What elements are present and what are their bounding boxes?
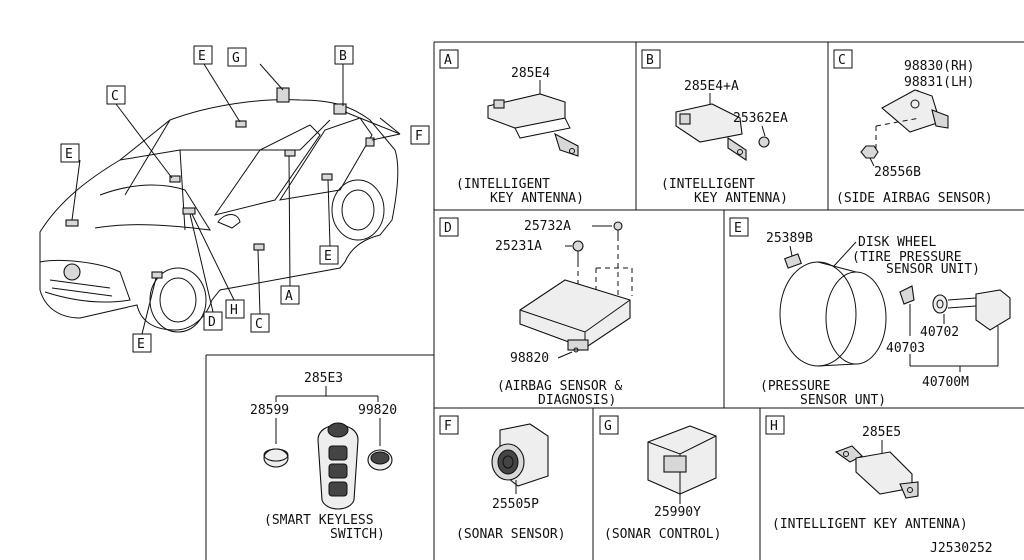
caption: KEY ANTENNA) — [694, 191, 788, 206]
callout-label: G — [232, 51, 240, 66]
panel-letter: H — [770, 419, 778, 434]
part-number: 40700M — [922, 375, 969, 390]
caption: SWITCH) — [330, 527, 385, 542]
wheel-label: (TIRE PRESSURE — [852, 250, 962, 265]
caption: (PRESSURE — [760, 379, 830, 394]
callout-box — [319, 245, 339, 265]
caption: KEY ANTENNA) — [490, 191, 584, 206]
part-number: 285E4+A — [684, 79, 739, 94]
part-number: 99820 — [358, 403, 397, 418]
panel-letter: A — [444, 53, 452, 68]
part-number: 25505P — [492, 497, 539, 512]
callout-label: C — [255, 317, 263, 332]
caption: (INTELLIGENT — [456, 177, 550, 192]
caption: (SIDE AIRBAG SENSOR) — [836, 191, 993, 206]
part-number: 25990Y — [654, 505, 701, 520]
part-number: 40703 — [886, 341, 925, 356]
panel-d: D 25732A 25231A 98820 (AIRBAG SENSOR & D… — [439, 217, 633, 408]
callout-box — [203, 311, 223, 331]
part-number: 285E4 — [511, 66, 550, 81]
vehicle-drawing — [39, 87, 399, 333]
panel-c: C 98830(RH) 98831(LH) 28556B (SIDE AIRBA… — [833, 49, 993, 206]
caption: (AIRBAG SENSOR & — [497, 379, 622, 394]
part-number: 98830(RH) — [904, 59, 974, 74]
part-number: 285E3 — [304, 371, 343, 386]
callout-box — [193, 45, 213, 65]
caption: (SMART KEYLESS — [264, 513, 374, 528]
wheel-label: SENSOR UNIT) — [886, 262, 980, 277]
panel-keyless: 285E3 28599 99820 (SMART KEYLESS SWITCH) — [250, 371, 397, 542]
panel-a: A 285E4 (INTELLIGENT KEY ANTENNA) — [439, 49, 584, 206]
part-number: 40702 — [920, 325, 959, 340]
part-number: 28599 — [250, 403, 289, 418]
panel-b: B 285E4+A 25362EA (INTELLIGENT KEY ANTEN… — [641, 49, 788, 206]
caption: (SONAR CONTROL) — [604, 527, 721, 542]
part-number: 25362EA — [733, 111, 788, 126]
panel-letter: B — [646, 53, 654, 68]
wheel-label: DISK WHEEL — [858, 235, 936, 250]
callout-label: E — [137, 337, 145, 352]
panel-letter: F — [444, 419, 452, 434]
callout-label: B — [339, 49, 347, 64]
panel-h: H 285E5 (INTELLIGENT KEY ANTENNA) — [765, 415, 968, 532]
caption: (INTELLIGENT KEY ANTENNA) — [772, 517, 968, 532]
caption: (INTELLIGENT — [661, 177, 755, 192]
callout-label: E — [198, 49, 206, 64]
panel-e: E 25389B DISK WHEEL (TIRE PRESSURE SENSO… — [729, 217, 1011, 408]
callout-box — [334, 45, 354, 65]
callout-box — [410, 125, 430, 145]
part-number: 25231A — [495, 239, 542, 254]
caption: (SONAR SENSOR) — [456, 527, 566, 542]
callout-label: D — [208, 315, 216, 330]
vehicle-callouts: G B E C E F E D H C A E — [60, 45, 430, 353]
part-number: 98831(LH) — [904, 75, 974, 90]
callout-box — [225, 299, 245, 319]
part-number: 28556B — [874, 165, 921, 180]
callout-label: H — [230, 303, 238, 318]
callout-label: F — [415, 129, 423, 144]
callout-box — [60, 143, 80, 163]
callout-label: E — [65, 147, 73, 162]
callout-box — [280, 285, 300, 305]
callout-box — [106, 85, 126, 105]
panel-letter: C — [838, 53, 846, 68]
panel-f: F 25505P (SONAR SENSOR) — [439, 415, 566, 542]
callout-label: A — [285, 289, 293, 304]
part-number: 285E5 — [862, 425, 901, 440]
callout-label: C — [111, 89, 119, 104]
callout-box — [250, 313, 270, 333]
part-number: 25732A — [524, 219, 571, 234]
panel-grid — [205, 41, 1024, 560]
diagram-id: J2530252 — [930, 541, 993, 556]
panel-letter: D — [444, 221, 452, 236]
panel-g: G 25990Y (SONAR CONTROL) — [599, 415, 721, 542]
part-number: 98820 — [510, 351, 549, 366]
callout-box — [227, 47, 247, 67]
callout-box — [132, 333, 152, 353]
panel-letter: E — [734, 221, 742, 236]
caption: SENSOR UNT) — [800, 393, 886, 408]
callout-label: E — [324, 249, 332, 264]
caption: DIAGNOSIS) — [538, 393, 616, 408]
vehicle-leader-lines — [71, 62, 401, 335]
part-number: 25389B — [766, 231, 813, 246]
panel-letter: G — [604, 419, 612, 434]
